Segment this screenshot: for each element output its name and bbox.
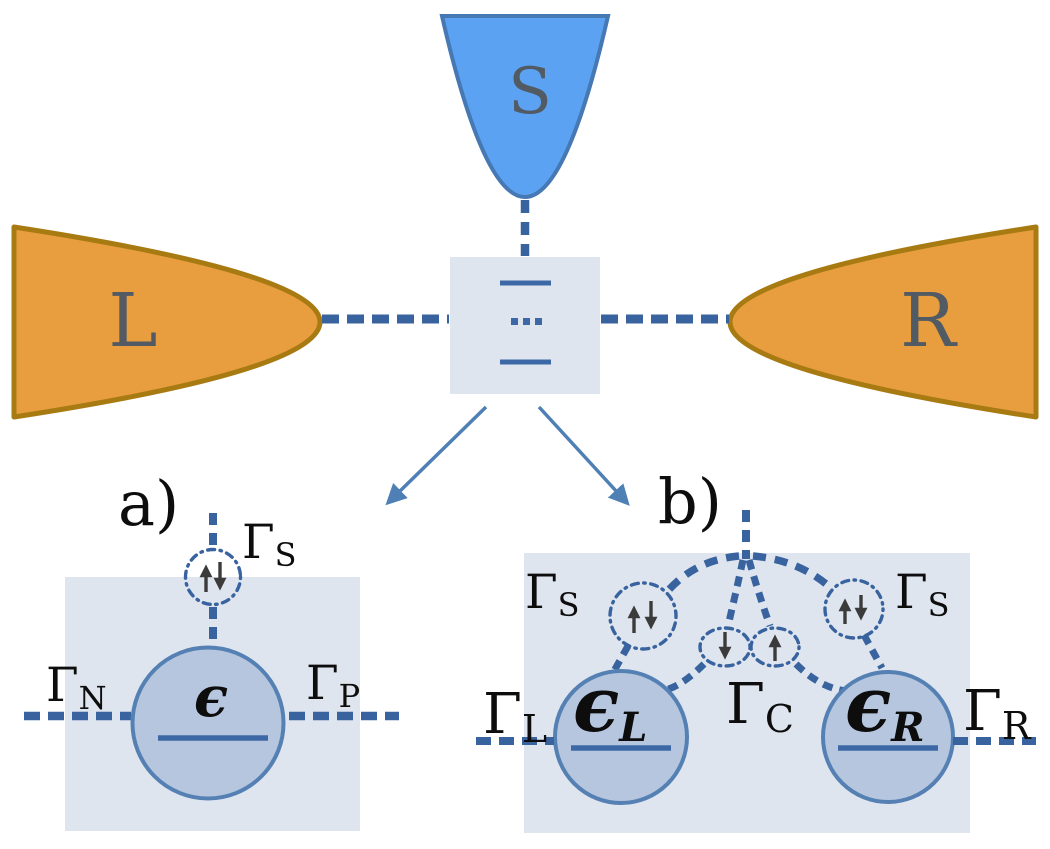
panel-b-label: b) [658, 465, 722, 538]
gamma-l-label: ΓL [483, 682, 547, 751]
gamma-p-label: ΓP [306, 656, 360, 715]
pair-to-left-dot-link [610, 644, 632, 673]
splitting-fork-left [724, 559, 747, 627]
left-dot-circle [553, 669, 689, 805]
epsilon-label: ϵ [194, 664, 228, 730]
right-pairing-arc [752, 552, 835, 592]
splitting-fork-right [745, 559, 774, 628]
panel-b: b) ΓS ΓS ΓC ϵL [476, 465, 1036, 833]
level-ellipsis-dots [511, 318, 542, 325]
right-normal-lead [727, 224, 1039, 420]
dot-level-circle [130, 645, 286, 801]
pair-to-right-dot-link [860, 633, 886, 670]
right-pair-circle [823, 578, 885, 640]
left-pair-circle [608, 581, 678, 651]
arrow-to-panel-b [537, 405, 630, 506]
cooper-pair-circle [183, 547, 243, 607]
gamma-n-label: ΓN [46, 658, 107, 717]
gamma-s-label: ΓS [242, 515, 297, 574]
quantum-dot-region [450, 257, 600, 394]
epsilon-left-label: ϵL [573, 660, 647, 751]
left-normal-lead [11, 224, 323, 420]
gamma-r-label: ΓR [963, 679, 1032, 748]
top-device: S L R [11, 14, 1039, 506]
left-pairing-arc [663, 552, 740, 596]
superconductor-lead [439, 14, 611, 200]
right-lead-label: R [900, 278, 958, 364]
gamma-s-right-label: ΓS [895, 565, 950, 624]
gamma-s-left-label: ΓS [525, 565, 580, 624]
left-lead-label: L [108, 278, 157, 364]
split-up-spin-circle [749, 626, 801, 668]
gamma-c-label: ΓC [726, 672, 794, 741]
panel-a-label: a) [118, 467, 179, 540]
epsilon-right-label: ϵR [845, 660, 925, 751]
arrow-to-panel-a [385, 405, 488, 506]
superconductor-label: S [508, 55, 552, 129]
split-to-left-dot-link [660, 661, 707, 695]
panel-a: a) ΓS ΓN ΓP ϵ [24, 467, 399, 831]
